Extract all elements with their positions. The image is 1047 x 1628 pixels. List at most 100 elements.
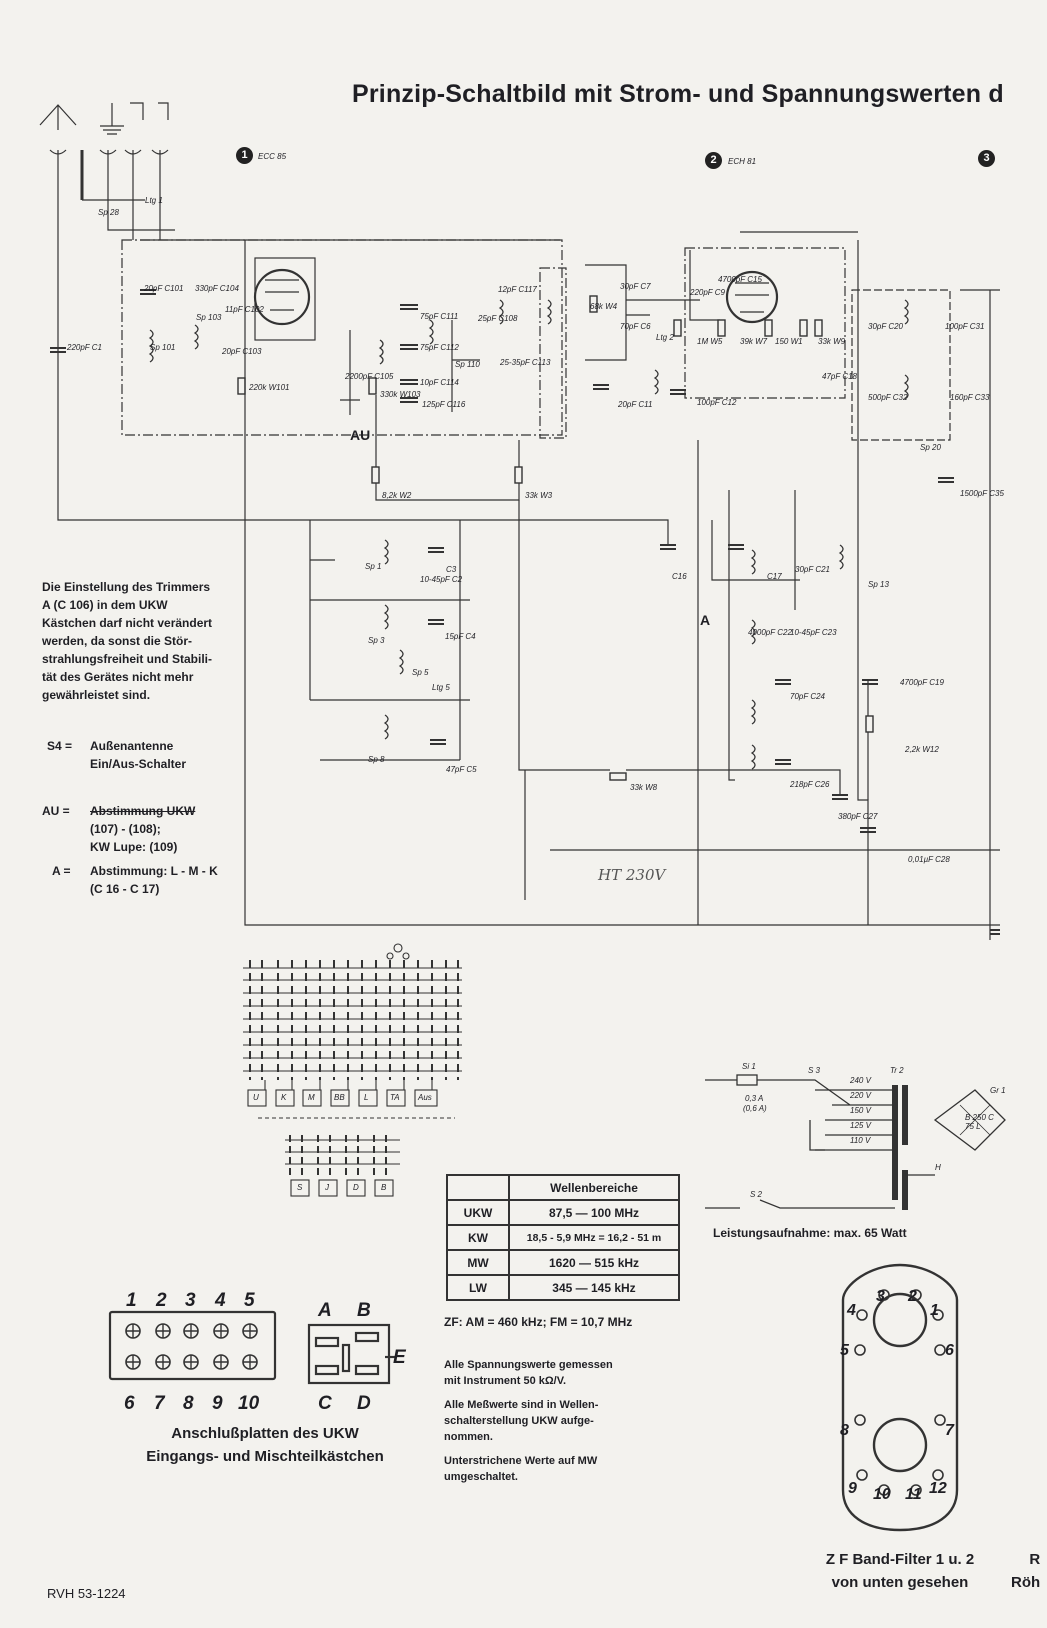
label-w103: 330k W103 — [380, 390, 421, 399]
label-c103: 20pF C103 — [222, 347, 262, 356]
zf-pin-9: 9 — [848, 1480, 857, 1497]
zf-pin-8: 8 — [840, 1422, 849, 1439]
band-range: 345 — 145 kHz — [508, 1274, 680, 1301]
voltage-110: 110 V — [850, 1136, 871, 1145]
zf-pin-5: 5 — [840, 1342, 849, 1359]
pin-6: 6 — [124, 1393, 135, 1414]
label-c32: 500pF C32 — [868, 393, 908, 402]
label-c21: 30pF C21 — [795, 565, 830, 574]
pin-e: E — [393, 1347, 406, 1368]
fuse-rating-alt: (0,6 A) — [743, 1104, 767, 1113]
zf-frequencies: ZF: AM = 460 kHz; FM = 10,7 MHz — [444, 1315, 633, 1329]
switch-bb: BB — [334, 1093, 345, 1102]
trimmer-note-line: werden, da sonst die Stör- — [42, 634, 193, 648]
legend-line: Abstimmung UKW — [90, 804, 196, 818]
label-c20: 30pF C20 — [868, 322, 903, 331]
pin-3: 3 — [185, 1290, 196, 1311]
switch-u: U — [253, 1093, 259, 1102]
heater-label: H — [935, 1163, 941, 1172]
switch-matrix — [243, 943, 462, 1197]
legend-s4-text: Außenantenne Ein/Aus-Schalter — [90, 737, 186, 773]
label-sp101: Sp 101 — [150, 343, 176, 352]
pin-9: 9 — [212, 1393, 223, 1414]
legend-line: (C 16 - C 17) — [90, 882, 160, 896]
label-c7: 30pF C7 — [620, 282, 651, 291]
band-name: UKW — [446, 1199, 510, 1226]
label-sp28: Sp 28 — [98, 208, 119, 217]
label-w12: 2,2k W12 — [905, 745, 939, 754]
legend-line: Abstimmung: L - M - K — [90, 864, 218, 878]
label-c12: 100pF C12 — [697, 398, 737, 407]
label-sp5: Sp 5 — [412, 668, 429, 677]
pin-10: 10 — [238, 1393, 260, 1414]
label-w7: 39k W7 — [740, 337, 768, 346]
caption-line: Eingangs- und Mischteilkästchen — [146, 1448, 384, 1465]
label-c19: 4700pF C19 — [900, 678, 944, 687]
pin-7: 7 — [154, 1393, 165, 1414]
measurement-notes: Alle Spannungswerte gemessen mit Instrum… — [444, 1357, 613, 1485]
note-line: Alle Meßwerte sind in Wellen- — [444, 1399, 599, 1411]
tube-1-name: ECC 85 — [258, 152, 287, 161]
coils — [148, 299, 909, 770]
label-c3: C3 — [446, 565, 457, 574]
pin-a: A — [318, 1300, 332, 1321]
tube-3-marker: 3 — [978, 150, 995, 167]
label-c117: 12pF C117 — [498, 285, 537, 294]
label-c11: 20pF C11 — [618, 400, 653, 409]
antenna-symbols — [39, 102, 169, 200]
label-c4: 15pF C4 — [445, 632, 476, 641]
label-ltg2: Ltg 2 — [656, 333, 674, 342]
label-c105: 2200pF C105 — [345, 372, 394, 381]
label-w4: 68k W4 — [590, 302, 618, 311]
legend-line: KW Lupe: (109) — [90, 840, 178, 854]
zf-filter-caption: Z F Band-Filter 1 u. 2 von unten gesehen — [805, 1548, 995, 1594]
handwritten-note: HT 230V — [598, 866, 666, 884]
a-label: A — [700, 612, 711, 628]
label-c22: 4000pF C22 — [748, 628, 792, 637]
label-c101: 20pF C101 — [144, 284, 184, 293]
band-name: MW — [446, 1249, 510, 1276]
legend-au-text: Abstimmung UKW (107) - (108); KW Lupe: (… — [90, 802, 195, 856]
label-sp20: Sp 20 — [920, 443, 941, 452]
au-label: AU — [350, 427, 371, 443]
pin-c: C — [318, 1393, 332, 1414]
edge-line: Röh — [1011, 1574, 1041, 1591]
voltage-125: 125 V — [850, 1121, 871, 1130]
label-c113: 25-35pF C113 — [500, 358, 551, 367]
zf-filter-drawing — [841, 1263, 959, 1532]
note-line: nommen. — [444, 1431, 493, 1443]
band-range: 1620 — 515 kHz — [508, 1249, 680, 1276]
voltage-150: 150 V — [850, 1106, 871, 1115]
label-sp13: Sp 13 — [868, 580, 889, 589]
edge-text: R Röh — [1011, 1548, 1040, 1594]
zf-pin-7: 7 — [945, 1422, 954, 1439]
pin-4: 4 — [215, 1290, 226, 1311]
voltage-240: 240 V — [850, 1076, 871, 1085]
table-row: MW 1620 — 515 kHz — [446, 1249, 680, 1276]
switch-b: B — [381, 1183, 387, 1192]
label-c116: 125pF C116 — [422, 400, 466, 409]
page-title: Prinzip-Schaltbild mit Strom- und Spannu… — [352, 80, 1004, 108]
zf-pin-10: 10 — [873, 1486, 891, 1503]
rectifier-label: Gr 1 — [990, 1086, 1006, 1095]
label-c114: 10pF C114 — [420, 378, 459, 387]
label-sp103: Sp 103 — [196, 313, 222, 322]
legend-line: (107) - (108); — [90, 822, 161, 836]
legend-s4-key: S4 = — [47, 739, 73, 753]
band-range: 18,5 - 5,9 MHz = 16,2 - 51 m — [508, 1224, 680, 1251]
zf-pin-1: 1 — [930, 1302, 939, 1319]
label-c27: 380pF C27 — [838, 812, 878, 821]
label-c104: 330pF C104 — [195, 284, 239, 293]
switch-l: L — [364, 1093, 369, 1102]
trimmer-note-line: tät des Gerätes nicht mehr — [42, 670, 194, 684]
pin-b: B — [357, 1300, 371, 1321]
label-c23: 10-45pF C23 — [790, 628, 837, 637]
trimmer-note-line: A (C 106) in dem UKW — [42, 598, 168, 612]
zf-pin-4: 4 — [847, 1302, 856, 1319]
label-c5: 47pF C5 — [446, 765, 477, 774]
label-c108: 25pF C108 — [478, 314, 518, 323]
note-line: schalterstellung UKW aufge- — [444, 1415, 594, 1427]
label-w8: 33k W8 — [630, 783, 658, 792]
transformer-label: Tr 2 — [890, 1066, 904, 1075]
fuse-label: Si 1 — [742, 1062, 756, 1071]
